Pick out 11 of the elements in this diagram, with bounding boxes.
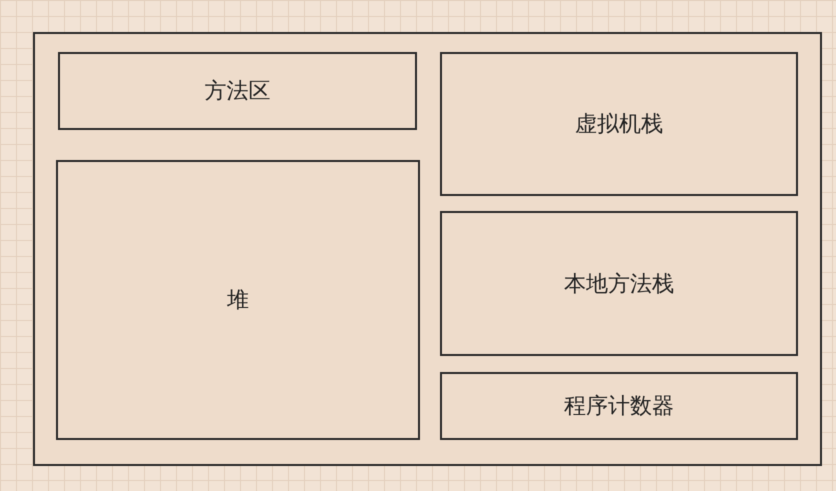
memory-area-box xyxy=(440,372,798,440)
memory-area-box xyxy=(58,52,417,130)
container-box xyxy=(33,32,822,466)
area-label: 程序计数器 xyxy=(564,393,674,421)
memory-area-box xyxy=(440,52,798,196)
memory-area-box xyxy=(440,211,798,356)
area-label: 方法区 xyxy=(204,78,270,106)
memory-area-box xyxy=(56,160,420,440)
area-label: 堆 xyxy=(227,287,249,315)
area-label: 虚拟机栈 xyxy=(575,111,663,139)
area-label: 本地方法栈 xyxy=(564,270,674,298)
